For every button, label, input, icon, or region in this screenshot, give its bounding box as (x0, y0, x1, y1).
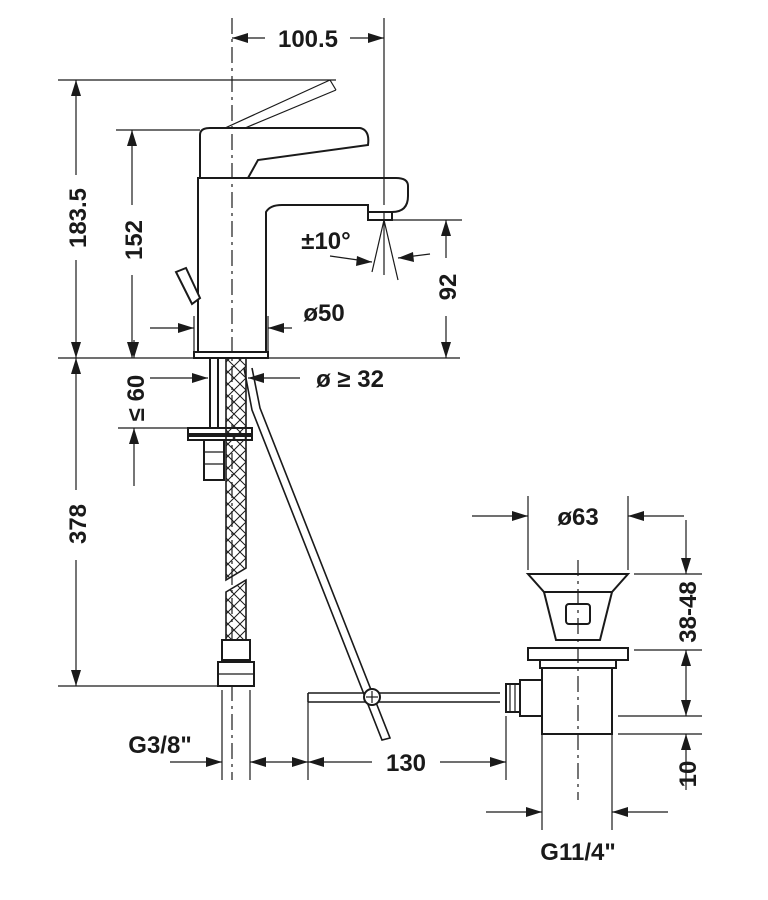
label-waste-thread: G11/4" (540, 839, 615, 866)
waste-fitting (505, 573, 631, 735)
flexible-hose (217, 357, 255, 687)
label-base-diameter: ø50 (303, 300, 344, 327)
label-deck-thickness: ≤ 60 (123, 375, 150, 422)
label-spout-angle: ±10° (301, 228, 350, 255)
label-waste-range: 38-48 (675, 581, 702, 642)
label-hose-thread: G3/8" (128, 732, 191, 759)
under-deck-assembly (187, 357, 253, 481)
label-hole-diameter: ø ≥ 32 (316, 366, 384, 393)
label-waste-offset: 10 (675, 761, 702, 788)
pull-rod (243, 367, 500, 741)
faucet-body (174, 79, 409, 359)
label-hose-length: 378 (65, 504, 92, 544)
label-spout-reach: 100.5 (278, 26, 338, 53)
label-total-height: 183.5 (65, 188, 92, 248)
dimension-labels: 100.5 183.5 152 ±10° 92 ø50 ø ≥ 32 ≤ 60 … (65, 26, 702, 866)
label-spout-clearance: 92 (435, 274, 462, 301)
label-rod-length: 130 (386, 750, 426, 777)
label-spout-height: 152 (121, 220, 148, 260)
dimension-lines (58, 18, 702, 830)
label-waste-diameter: ø63 (557, 504, 598, 531)
